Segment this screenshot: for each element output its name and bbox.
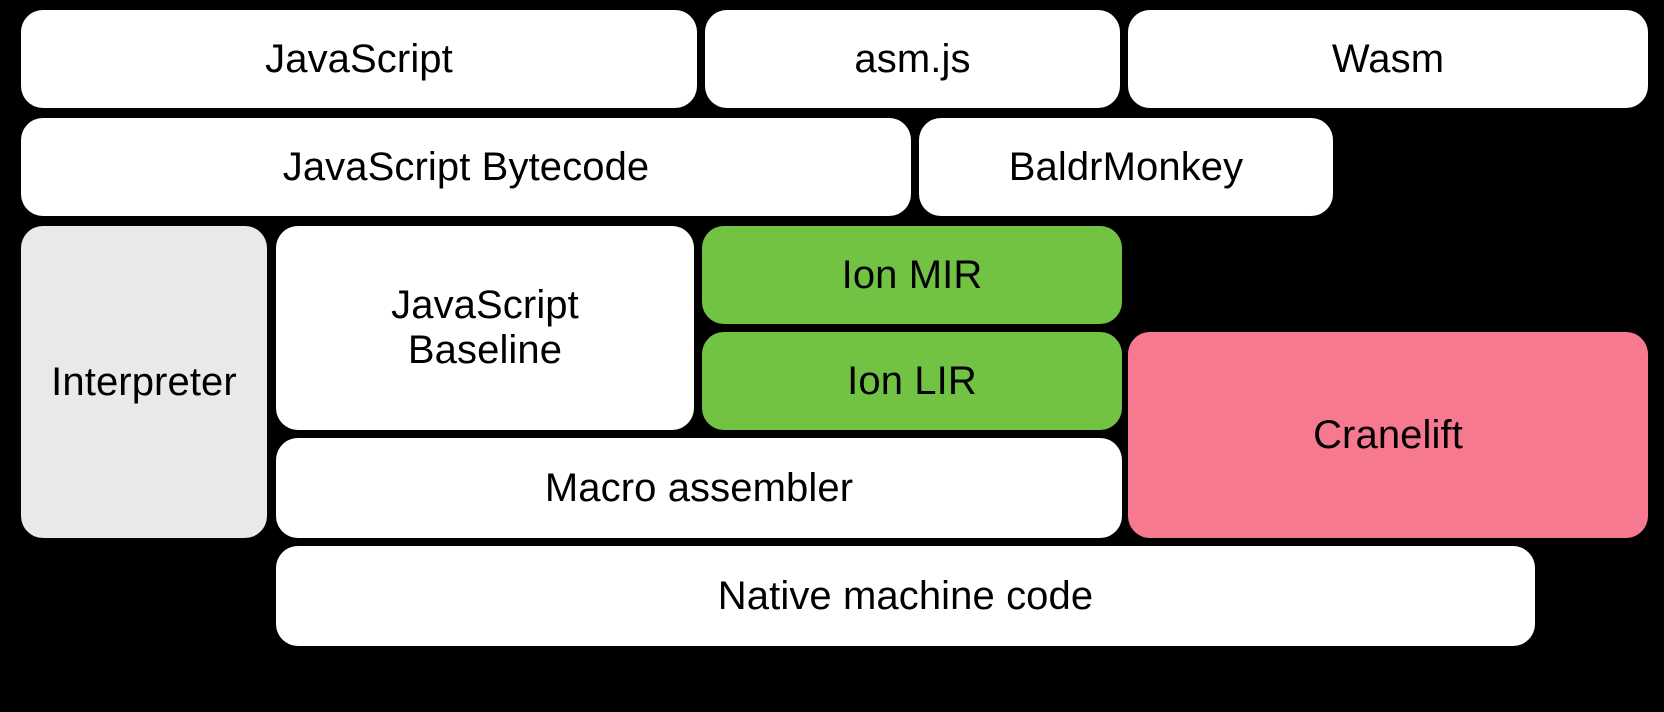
node-label-macro-assembler: Macro assembler [544,465,854,510]
node-label-javascript-bytecode: JavaScript Bytecode [282,144,650,189]
node-ion-lir[interactable]: Ion LIR [702,332,1122,430]
node-javascript-bytecode[interactable]: JavaScript Bytecode [21,118,911,216]
node-javascript[interactable]: JavaScript [21,10,697,108]
node-label-javascript: JavaScript [265,36,453,81]
node-wasm[interactable]: Wasm [1128,10,1648,108]
node-label-javascript-baseline: JavaScript Baseline [391,283,579,372]
node-label-wasm: Wasm [1331,36,1445,81]
node-label-baldrmonkey: BaldrMonkey [1008,144,1244,189]
node-javascript-baseline[interactable]: JavaScript Baseline [276,226,694,430]
node-label-native-machine-code: Native machine code [717,573,1094,618]
node-label-ion-mir: Ion MIR [841,252,983,297]
node-baldrmonkey[interactable]: BaldrMonkey [919,118,1333,216]
node-interpreter[interactable]: Interpreter [21,226,267,538]
node-cranelift[interactable]: Cranelift [1128,332,1648,538]
node-label-ion-lir: Ion LIR [847,358,977,403]
node-ion-mir[interactable]: Ion MIR [702,226,1122,324]
node-native-machine-code[interactable]: Native machine code [276,546,1535,646]
node-asm-js[interactable]: asm.js [705,10,1120,108]
node-label-interpreter: Interpreter [51,359,237,404]
node-label-cranelift: Cranelift [1313,412,1463,457]
node-label-asm-js: asm.js [854,36,971,81]
node-macro-assembler[interactable]: Macro assembler [276,438,1122,538]
